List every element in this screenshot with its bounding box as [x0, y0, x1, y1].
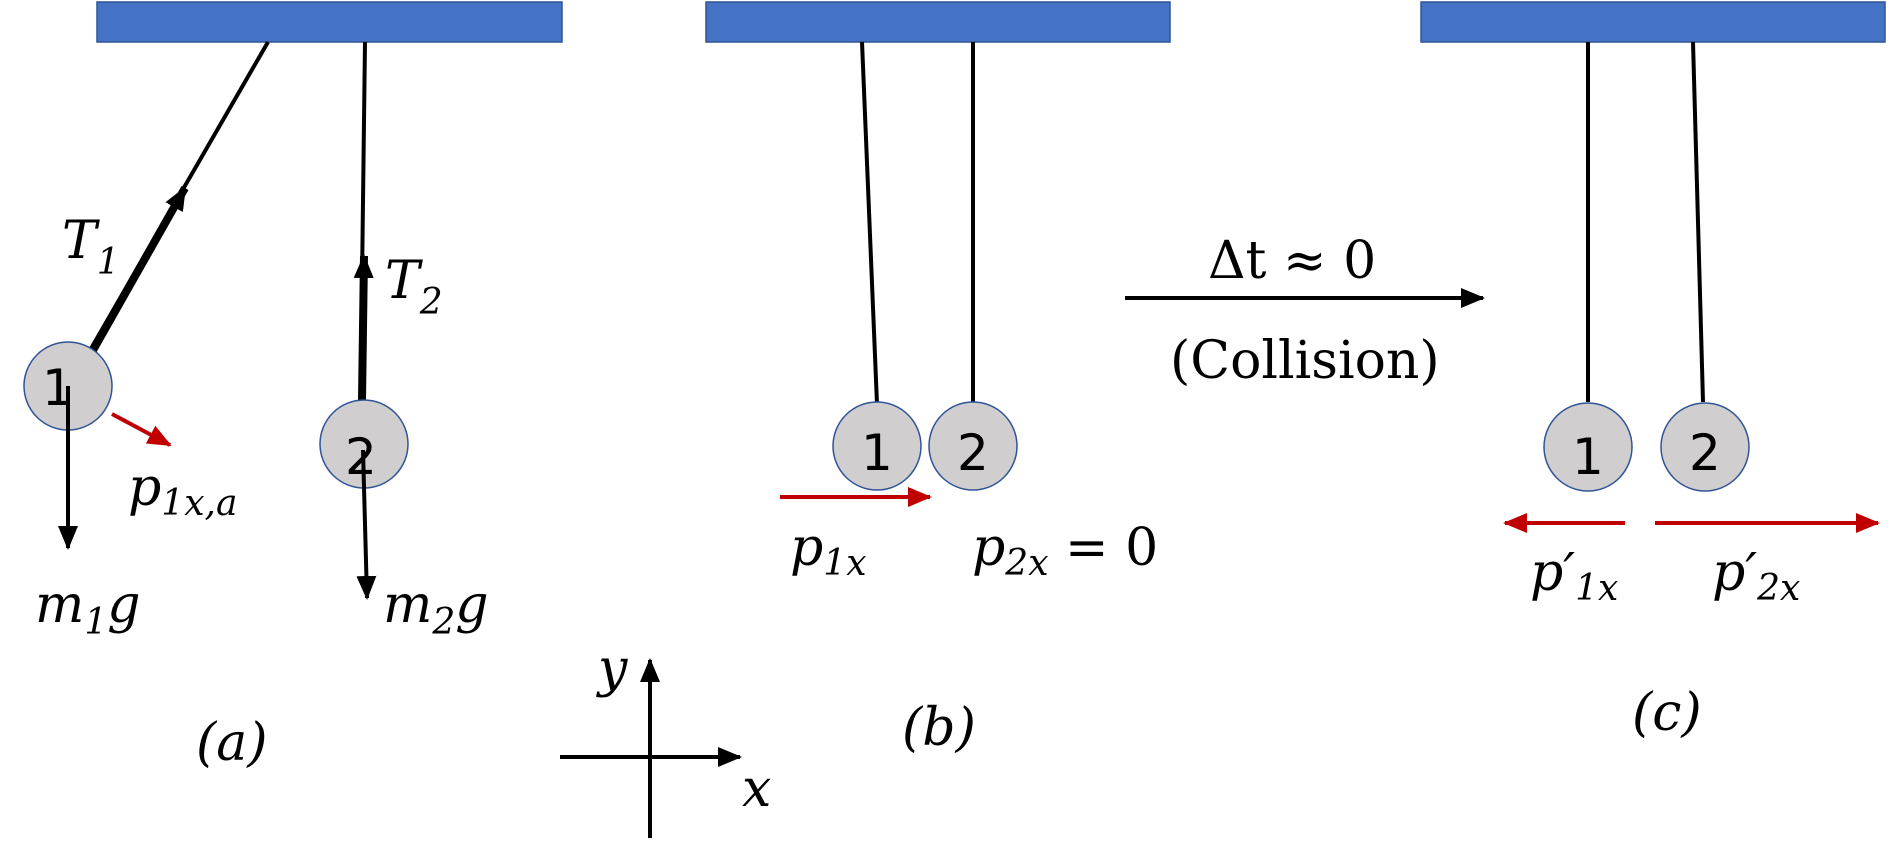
tension-arrow-2: [353, 254, 374, 401]
ball-b-2-label: 2: [957, 424, 989, 482]
momentum-1a-label: p1x,a: [128, 458, 237, 524]
string-b-1: [860, 41, 879, 405]
weight-1-label: m1g: [35, 575, 141, 643]
caption-c: (c): [1632, 683, 1702, 743]
ceiling-b: [705, 1, 1171, 43]
panel-b: 1 2 p1x p2x = 0 (b): [705, 1, 1171, 758]
panel-a: 1 2 T1 T2 p1x,a m1g m2g (a): [23, 1, 563, 773]
ball-a-2-label: 2: [345, 428, 377, 486]
ball-b-2: [928, 401, 1018, 491]
caption-a: (a): [196, 713, 268, 773]
panel-c: 1 2 p′1x p′2x (c): [1420, 1, 1886, 743]
caption-b: (b): [902, 698, 976, 758]
axes-indicator: y x: [560, 639, 771, 838]
weight-arrow-2: [356, 449, 377, 600]
momentum-arrow-a: [111, 412, 172, 447]
weight-2-label: m2g: [383, 575, 489, 643]
ball-c-2-label: 2: [1689, 424, 1721, 482]
ball-b-1: [832, 401, 922, 491]
string-c-2: [1691, 41, 1705, 403]
ball-b-1-label: 1: [861, 424, 893, 482]
transition: Δt ≈ 0 (Collision): [1125, 231, 1485, 391]
momentum-2c-label: p′2x: [1712, 543, 1800, 609]
ceiling-a: [96, 1, 563, 43]
tension-arrow-1: [88, 186, 189, 354]
momentum-1b-label: p1x: [790, 518, 867, 584]
ball-c-2: [1660, 402, 1750, 492]
momentum-2b-label: p2x = 0: [972, 518, 1158, 584]
tension-1-label: T1: [62, 211, 120, 283]
transition-label: Δt ≈ 0: [1208, 231, 1376, 291]
ceiling-c: [1420, 1, 1886, 43]
ball-c-1: [1543, 402, 1633, 492]
y-axis-label: y: [596, 639, 628, 699]
tension-2-label: T2: [385, 251, 443, 323]
transition-note: (Collision): [1170, 331, 1440, 391]
x-axis-label: x: [742, 759, 771, 819]
ball-c-1-label: 1: [1572, 428, 1604, 486]
momentum-1c-label: p′1x: [1530, 543, 1618, 609]
